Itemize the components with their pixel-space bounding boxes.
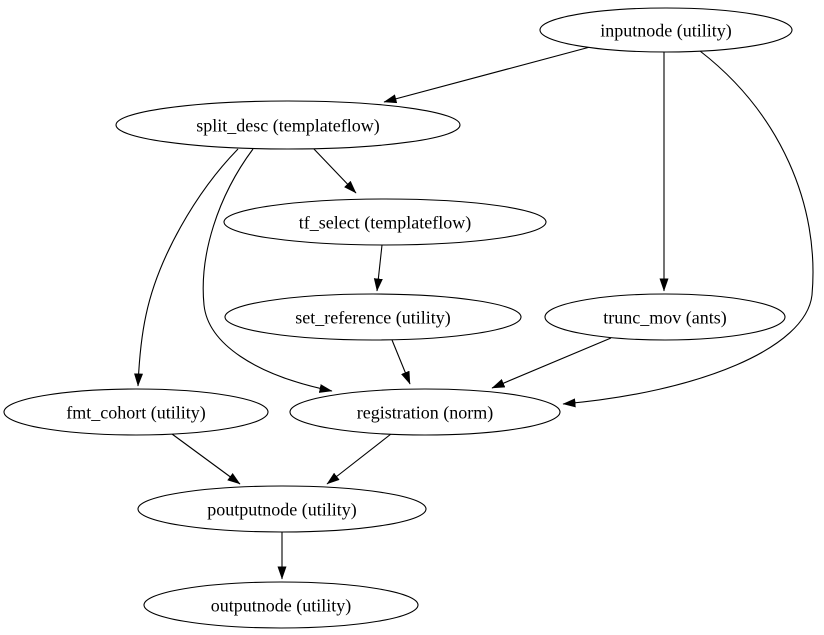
edges-layer (134, 46, 814, 580)
node-ellipse-trunc_mov (544, 293, 786, 341)
edge-inputnode-split_desc (383, 46, 591, 104)
node-label-inputnode: inputnode (utility) (600, 20, 731, 41)
node-ellipse-set_reference (224, 293, 522, 341)
node-ellipse-registration (289, 388, 561, 436)
node-set_reference: set_reference (utility) (224, 293, 522, 341)
node-tf_select: tf_select (templateflow) (223, 198, 547, 246)
node-ellipse-outputnode (143, 581, 419, 629)
edge-registration-poutputnode (326, 433, 392, 485)
node-trunc_mov: trunc_mov (ants) (544, 293, 786, 341)
edge-split_desc-registration (202, 148, 333, 393)
node-split_desc: split_desc (templateflow) (115, 100, 461, 150)
edge-set_reference-registration (391, 339, 411, 385)
node-ellipse-split_desc (115, 100, 461, 150)
node-label-tf_select: tf_select (templateflow) (299, 212, 471, 233)
node-inputnode: inputnode (utility) (539, 7, 793, 53)
node-ellipse-inputnode (539, 7, 793, 53)
node-fmt_cohort: fmt_cohort (utility) (3, 388, 269, 436)
node-poutputnode: poutputnode (utility) (137, 485, 427, 533)
edge-split_desc-fmt_cohort (134, 148, 239, 387)
edge-tf_select-set_reference (373, 244, 383, 292)
node-registration: registration (norm) (289, 388, 561, 436)
node-label-set_reference: set_reference (utility) (295, 307, 450, 328)
node-outputnode: outputnode (utility) (143, 581, 419, 629)
edge-fmt_cohort-poutputnode (171, 433, 241, 485)
edge-split_desc-tf_select (312, 147, 357, 194)
node-label-trunc_mov: trunc_mov (ants) (603, 307, 726, 328)
edge-inputnode-registration (562, 50, 814, 408)
node-label-fmt_cohort: fmt_cohort (utility) (66, 402, 205, 423)
node-label-poutputnode: poutputnode (utility) (207, 499, 356, 520)
edge-trunc_mov-registration (491, 337, 612, 389)
node-label-split_desc: split_desc (templateflow) (196, 115, 379, 136)
node-ellipse-fmt_cohort (3, 388, 269, 436)
nodes-layer: inputnode (utility) split_desc (templatef… (3, 7, 793, 629)
node-ellipse-tf_select (223, 198, 547, 246)
node-label-outputnode: outputnode (utility) (211, 595, 351, 616)
node-label-registration: registration (norm) (357, 402, 493, 423)
node-ellipse-poutputnode (137, 485, 427, 533)
